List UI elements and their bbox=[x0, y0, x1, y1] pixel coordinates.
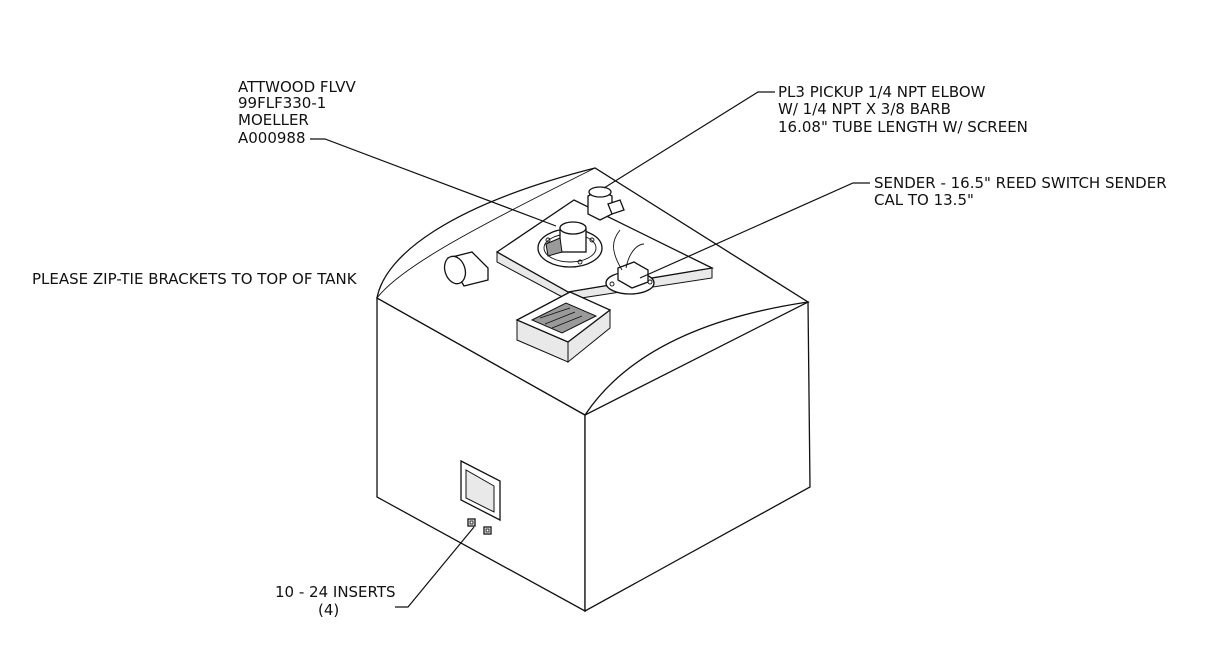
fuel-tank bbox=[376, 167, 811, 613]
tank-right-face bbox=[584, 300, 811, 613]
electrical-box bbox=[515, 291, 612, 364]
sender-leader bbox=[639, 182, 870, 279]
vent-fitting bbox=[443, 251, 489, 287]
callout-pickup: PL3 PICKUP 1/4 NPT ELBOW W/ 1/4 NPT X 3/… bbox=[778, 83, 1028, 136]
pickup-label-line-3: 16.08" TUBE LENGTH W/ SCREEN bbox=[778, 118, 1028, 136]
flvv-label-line-3: MOELLER bbox=[238, 111, 309, 129]
sender-label-line-1: SENDER - 16.5" REED SWITCH SENDER bbox=[874, 174, 1167, 192]
flvv-valve bbox=[537, 221, 603, 268]
sender-label-line-2: CAL TO 13.5" bbox=[874, 191, 974, 209]
callout-inserts: 10 - 24 INSERTS (4) bbox=[275, 583, 396, 619]
flvv-leader bbox=[310, 138, 557, 227]
front-window bbox=[460, 459, 501, 522]
pickup-label-line-2: W/ 1/4 NPT X 3/8 BARB bbox=[778, 100, 951, 118]
pickup-leader bbox=[603, 91, 775, 189]
callout-flvv: ATTWOOD FLVV 99FLF330-1 MOELLER A000988 bbox=[238, 78, 357, 147]
inserts-label-line-1: 10 - 24 INSERTS bbox=[275, 583, 396, 601]
inserts-label-line-2: (4) bbox=[318, 601, 339, 619]
inserts bbox=[467, 518, 492, 535]
flvv-label-line-2: 99FLF330-1 bbox=[238, 94, 326, 112]
callout-sender: SENDER - 16.5" REED SWITCH SENDER CAL TO… bbox=[874, 174, 1167, 209]
zip-tie-note: PLEASE ZIP-TIE BRACKETS TO TOP OF TANK bbox=[32, 270, 358, 288]
inserts-leader bbox=[395, 526, 475, 608]
pickup-elbow bbox=[587, 186, 625, 221]
leader-lines bbox=[310, 91, 870, 608]
flvv-label-line-1: ATTWOOD FLVV bbox=[238, 78, 357, 96]
pickup-label-line-1: PL3 PICKUP 1/4 NPT ELBOW bbox=[778, 83, 986, 101]
flvv-label-line-4: A000988 bbox=[238, 129, 306, 147]
